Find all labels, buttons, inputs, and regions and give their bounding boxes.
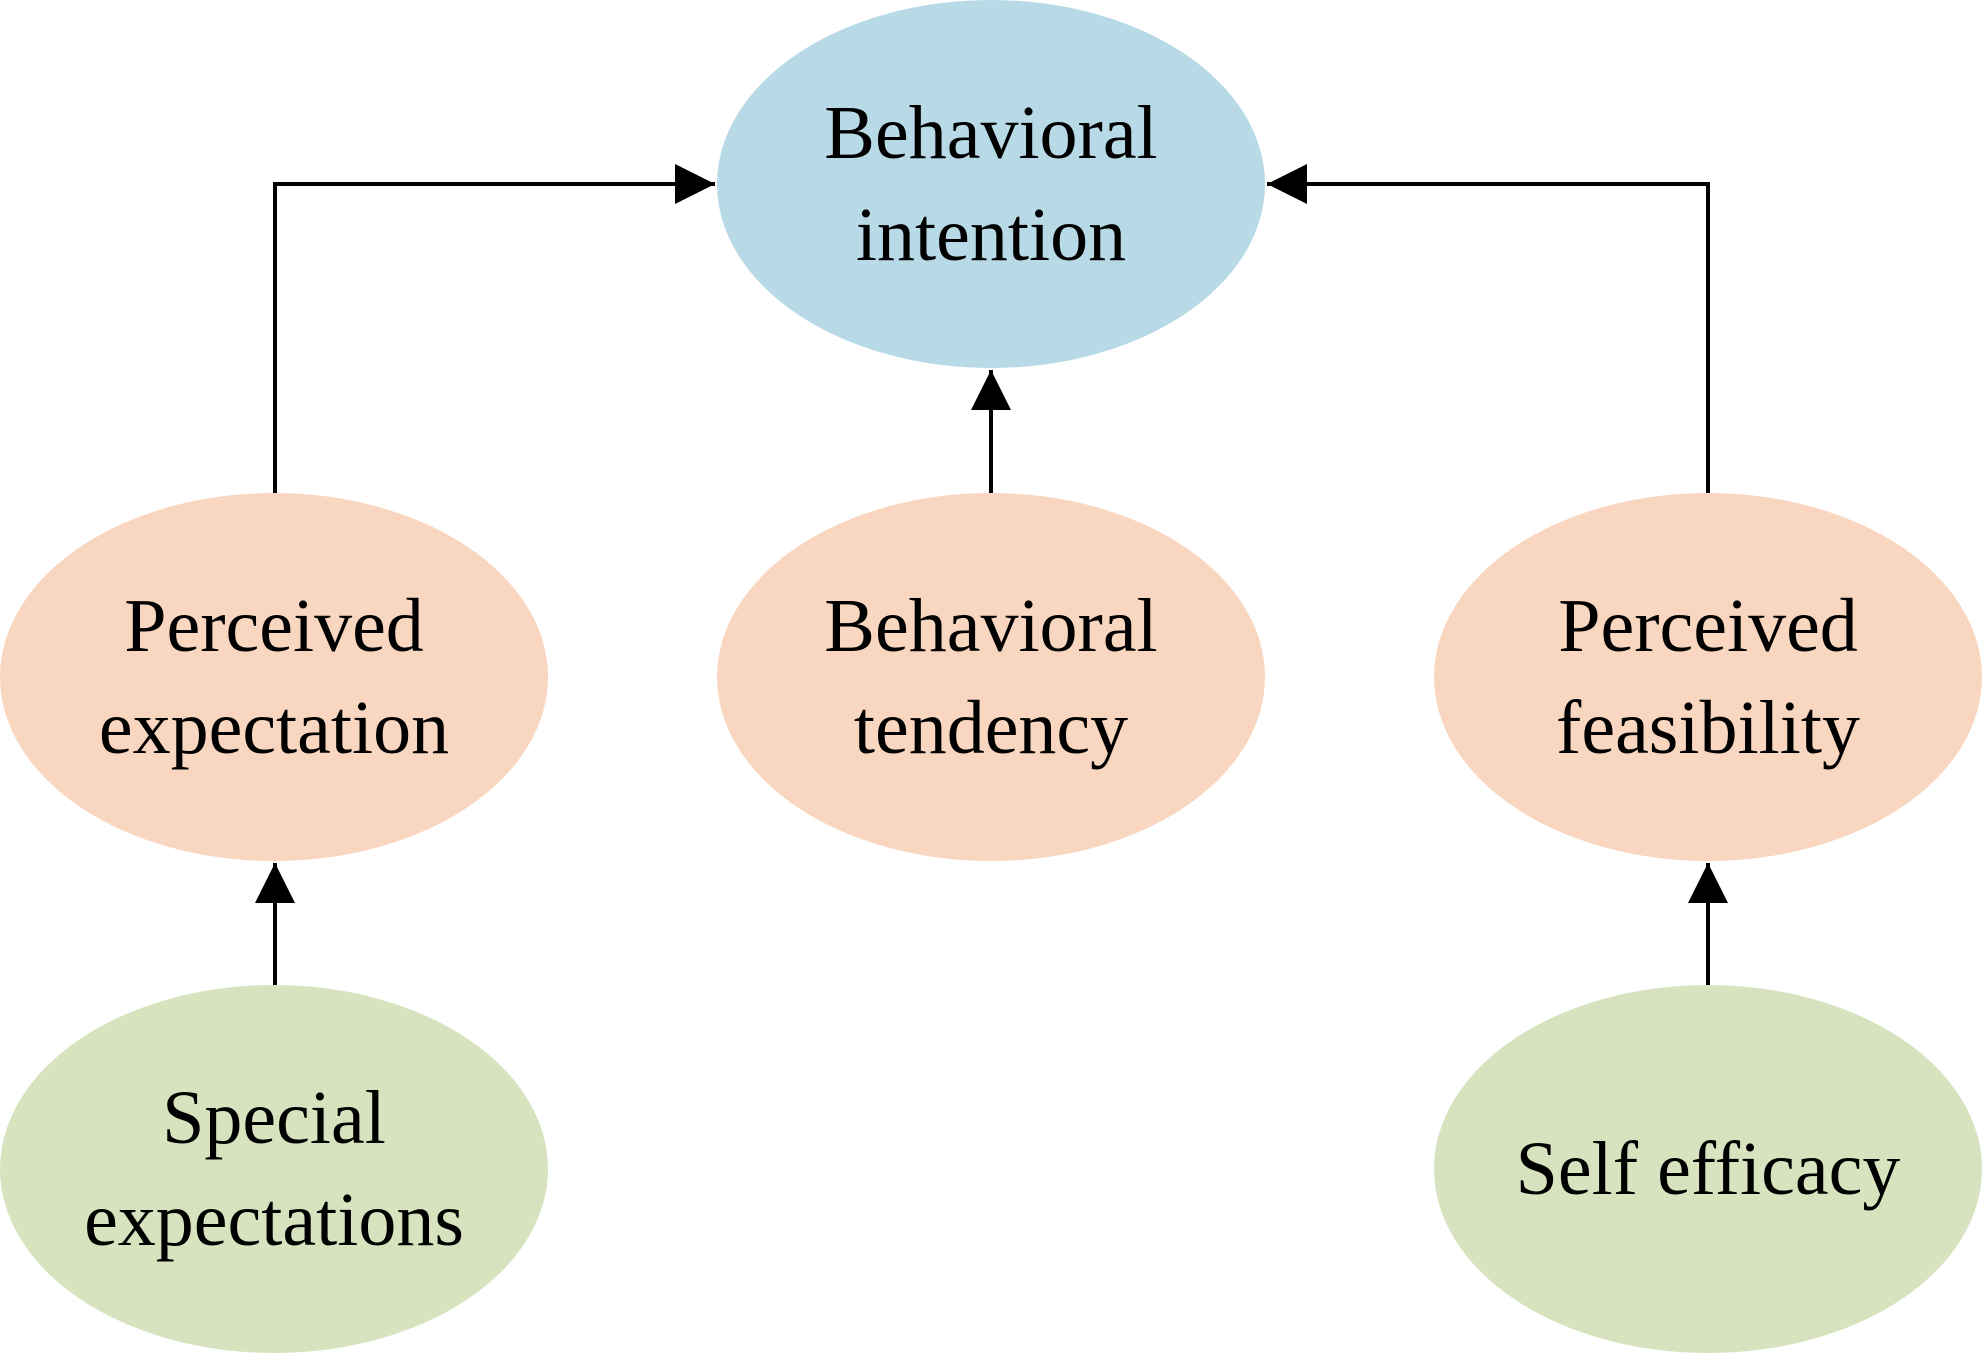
node-label-line: Perceived [1558, 584, 1858, 668]
node-special-expectations: Special expectations [0, 985, 548, 1353]
node-label-line: tendency [853, 686, 1129, 770]
node-self-efficacy: Self efficacy [1434, 985, 1982, 1353]
node-label-line: feasibility [1556, 686, 1860, 770]
node-label-line: Behavioral [824, 584, 1158, 668]
node-label-line: expectations [84, 1178, 464, 1262]
node-label-line: Behavioral [824, 91, 1158, 175]
node-perceived-expectation: Perceived expectation [0, 493, 548, 861]
node-label-line: Self efficacy [1515, 1127, 1901, 1211]
node-label-line: Perceived [124, 584, 424, 668]
node-behavioral-intention: Behavioral intention [717, 0, 1265, 368]
node-perceived-feasibility: Perceived feasibility [1434, 493, 1982, 861]
node-behavioral-tendency: Behavioral tendency [717, 493, 1265, 861]
node-label-line: intention [855, 193, 1127, 277]
node-label-line: expectation [98, 686, 450, 770]
edge-perceived-expectation-to-behavioral-intention [273, 164, 715, 493]
edge-perceived-feasibility-to-behavioral-intention [1267, 164, 1710, 493]
node-label-line: Special [162, 1076, 386, 1160]
